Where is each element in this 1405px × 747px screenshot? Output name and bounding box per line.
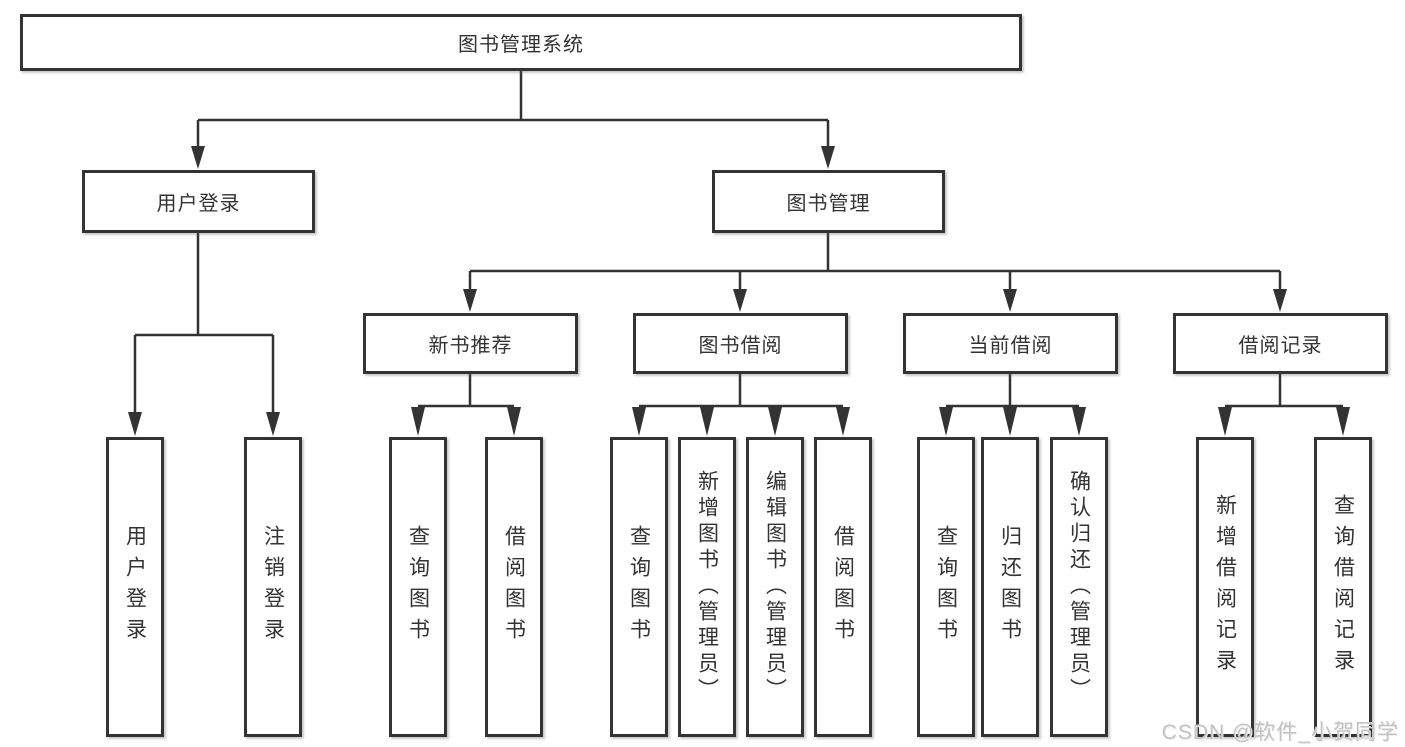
leaf-label: 查询图书 <box>406 525 430 649</box>
leaf-label: 查询图书 <box>934 525 958 649</box>
node-current-borrowing: 当前借阅 <box>903 313 1118 374</box>
arrowhead <box>507 407 521 436</box>
leaf-user-login: 用户登录 <box>106 437 164 737</box>
leaf-borrow-books: 借阅图书 <box>814 437 872 737</box>
leaf-return-books: 归还图书 <box>981 437 1039 737</box>
arrowhead <box>1072 407 1086 436</box>
leaf-query-books-borrow: 查询图书 <box>610 437 668 737</box>
arrowhead <box>632 407 646 436</box>
leaf-add-borrow-record: 新增借阅记录 <box>1196 437 1254 737</box>
connector-borrow-records-to-children <box>1225 374 1343 408</box>
arrowhead <box>1218 407 1232 436</box>
watermark: CSDN @软件_小贺同学 <box>1161 721 1399 744</box>
arrowhead <box>1273 289 1287 312</box>
leaf-label: 编辑图书（管理员） <box>763 470 787 704</box>
node-label: 新书推荐 <box>428 335 513 357</box>
node-label: 图书管理系统 <box>458 34 584 56</box>
leaf-label: 用户登录 <box>123 525 147 649</box>
connector-root-to-level2 <box>196 70 830 148</box>
arrowheads <box>128 146 1350 436</box>
arrowhead <box>768 407 782 436</box>
node-label: 图书管理 <box>786 193 871 215</box>
arrowhead <box>733 289 747 312</box>
leaf-logout-login: 注销登录 <box>244 437 302 737</box>
arrowhead <box>191 146 205 169</box>
node-label: 图书借阅 <box>698 335 783 357</box>
node-borrowing-records: 借阅记录 <box>1173 313 1388 374</box>
arrowhead <box>836 407 850 436</box>
arrowhead <box>411 407 425 436</box>
connector-book-management-to-level3 <box>468 233 1282 291</box>
arrowhead <box>463 289 477 312</box>
leaf-query-books-recommend: 查询图书 <box>389 437 447 737</box>
arrowhead <box>1336 407 1350 436</box>
arrowhead <box>1003 407 1017 436</box>
node-library-management-system: 图书管理系统 <box>20 14 1022 71</box>
leaf-label: 借阅图书 <box>502 525 526 649</box>
node-label: 用户登录 <box>156 193 241 215</box>
leaf-label: 新增图书（管理员） <box>695 470 719 704</box>
leaf-label: 注销登录 <box>261 525 285 649</box>
leaf-edit-books-admin: 编辑图书（管理员） <box>746 437 804 737</box>
connector-new-book-to-children <box>418 374 514 408</box>
leaf-confirm-return-admin: 确认归还（管理员） <box>1050 437 1108 737</box>
arrowhead <box>266 412 280 436</box>
connector-book-borrow-to-children <box>639 374 843 408</box>
arrowhead <box>128 412 142 436</box>
node-label: 当前借阅 <box>968 335 1053 357</box>
leaf-label: 借阅图书 <box>831 525 855 649</box>
node-book-borrowing: 图书借阅 <box>633 313 848 374</box>
leaf-label: 新增借阅记录 <box>1213 494 1237 680</box>
leaf-borrow-books-recommend: 借阅图书 <box>485 437 543 737</box>
connector-user-login-to-children <box>133 233 275 414</box>
connector-current-borrow-to-children <box>946 374 1079 408</box>
leaf-add-books-admin: 新增图书（管理员） <box>678 437 736 737</box>
leaf-query-borrow-record: 查询借阅记录 <box>1314 437 1372 737</box>
node-label: 借阅记录 <box>1238 335 1323 357</box>
leaf-label: 查询图书 <box>627 525 651 649</box>
arrowhead <box>700 407 714 436</box>
leaf-label: 归还图书 <box>998 525 1022 649</box>
leaf-label: 查询借阅记录 <box>1331 494 1355 680</box>
arrowhead <box>939 407 953 436</box>
node-book-management: 图书管理 <box>712 170 945 233</box>
arrowhead <box>821 146 835 169</box>
node-new-book-recommendation: 新书推荐 <box>363 313 578 374</box>
arrowhead <box>1003 289 1017 312</box>
leaf-label: 确认归还（管理员） <box>1067 470 1091 704</box>
node-user-login: 用户登录 <box>82 170 315 233</box>
leaf-query-books-current: 查询图书 <box>917 437 975 737</box>
